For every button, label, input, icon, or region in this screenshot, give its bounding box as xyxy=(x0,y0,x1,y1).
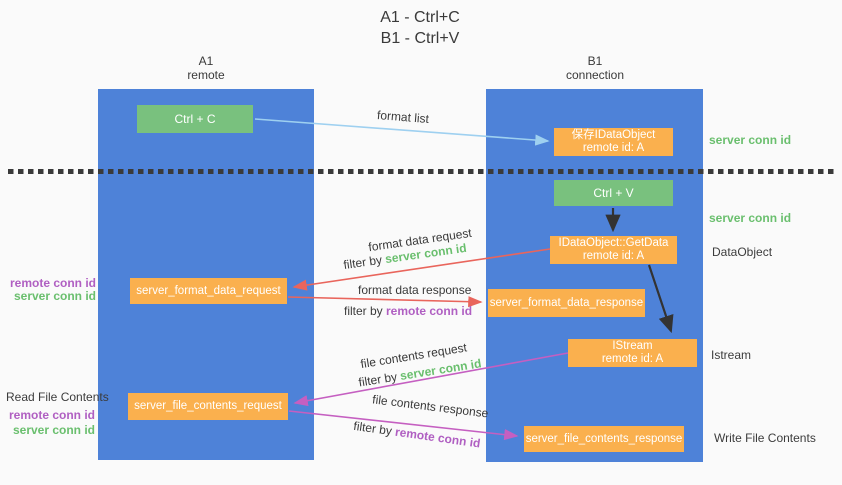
server-conn-id-label-left-bottom: server conn id xyxy=(12,423,95,437)
istream-box-line1: IStream xyxy=(612,340,653,352)
remote-conn-id-label-mid: remote conn id xyxy=(10,276,97,290)
separator-dotted-line xyxy=(8,169,834,174)
column-header-a1: A1 remote xyxy=(146,54,266,82)
idataobject-getdata-line2: remote id: A xyxy=(582,250,645,262)
format-list-label: format list xyxy=(376,107,430,127)
title-line-2: B1 - Ctrl+V xyxy=(380,30,460,47)
column-a1-subtitle: remote xyxy=(187,68,225,82)
remote-conn-id-key: remote conn id xyxy=(386,304,473,318)
dataobject-label: DataObject xyxy=(712,245,773,259)
title-line-1: A1 - Ctrl+C xyxy=(380,9,460,26)
ctrl-c-box: Ctrl + C xyxy=(137,105,253,133)
server-format-data-request-box: server_format_data_request xyxy=(130,278,287,304)
save-idataobject-box: 保存IDataObject remote id: A xyxy=(554,128,673,156)
column-b1-name: B1 xyxy=(587,54,603,68)
remote-conn-id-label-bottom: remote conn id xyxy=(9,408,96,422)
format-data-response-label: format data response xyxy=(358,283,472,297)
server-format-data-response-label: server_format_data_response xyxy=(489,296,644,309)
filter-by-text: filter by xyxy=(357,369,402,390)
file-contents-response-filter-label: filter by remote conn id xyxy=(352,418,482,451)
filter-by-text: filter by xyxy=(344,304,387,318)
istream-box-line2: remote id: A xyxy=(601,353,664,365)
ctrl-c-label: Ctrl + C xyxy=(174,111,216,126)
filter-by-text: filter by xyxy=(352,418,397,439)
server-file-contents-request-label: server_file_contents_request xyxy=(134,400,282,412)
server-conn-id-label-left-mid: server conn id xyxy=(13,289,96,303)
istream-label: Istream xyxy=(711,348,752,362)
server-conn-id-label-top: server conn id xyxy=(709,133,792,147)
format-data-response-filter-label: filter by remote conn id xyxy=(344,304,472,318)
read-file-contents-label: Read File Contents xyxy=(6,390,109,404)
idataobject-getdata-box: IDataObject::GetData remote id: A xyxy=(550,236,677,264)
server-format-data-request-label: server_format_data_request xyxy=(136,284,281,297)
idataobject-getdata-line1: IDataObject::GetData xyxy=(558,237,669,249)
server-conn-id-label-mid: server conn id xyxy=(709,211,792,225)
ctrl-v-box: Ctrl + V xyxy=(554,180,673,206)
column-header-b1: B1 connection xyxy=(535,54,655,82)
server-file-contents-response-box: server_file_contents_response xyxy=(524,426,684,452)
column-a1-name: A1 xyxy=(198,54,214,68)
save-idataobject-line1: 保存IDataObject xyxy=(571,129,656,141)
save-idataobject-line2: remote id: A xyxy=(582,142,645,154)
diagram-title: A1 - Ctrl+C B1 - Ctrl+V xyxy=(320,7,520,49)
left-bottom-conn-id-labels: remote conn id server conn id xyxy=(9,408,95,438)
ctrl-v-label: Ctrl + V xyxy=(593,185,634,200)
format-data-response-arrow xyxy=(287,296,483,308)
server-file-contents-response-label: server_file_contents_response xyxy=(525,432,683,445)
column-b1-subtitle: connection xyxy=(565,68,625,82)
left-mid-conn-id-labels: remote conn id server conn id xyxy=(10,277,96,303)
filter-by-text: filter by xyxy=(342,252,387,273)
istream-box: IStream remote id: A xyxy=(568,339,697,367)
server-format-data-response-box: server_format_data_response xyxy=(488,289,645,317)
file-contents-response-label: file contents response xyxy=(371,392,490,421)
write-file-contents-label: Write File Contents xyxy=(714,431,816,445)
server-file-contents-request-box: server_file_contents_request xyxy=(128,393,288,420)
remote-conn-id-key: remote conn id xyxy=(394,424,482,451)
